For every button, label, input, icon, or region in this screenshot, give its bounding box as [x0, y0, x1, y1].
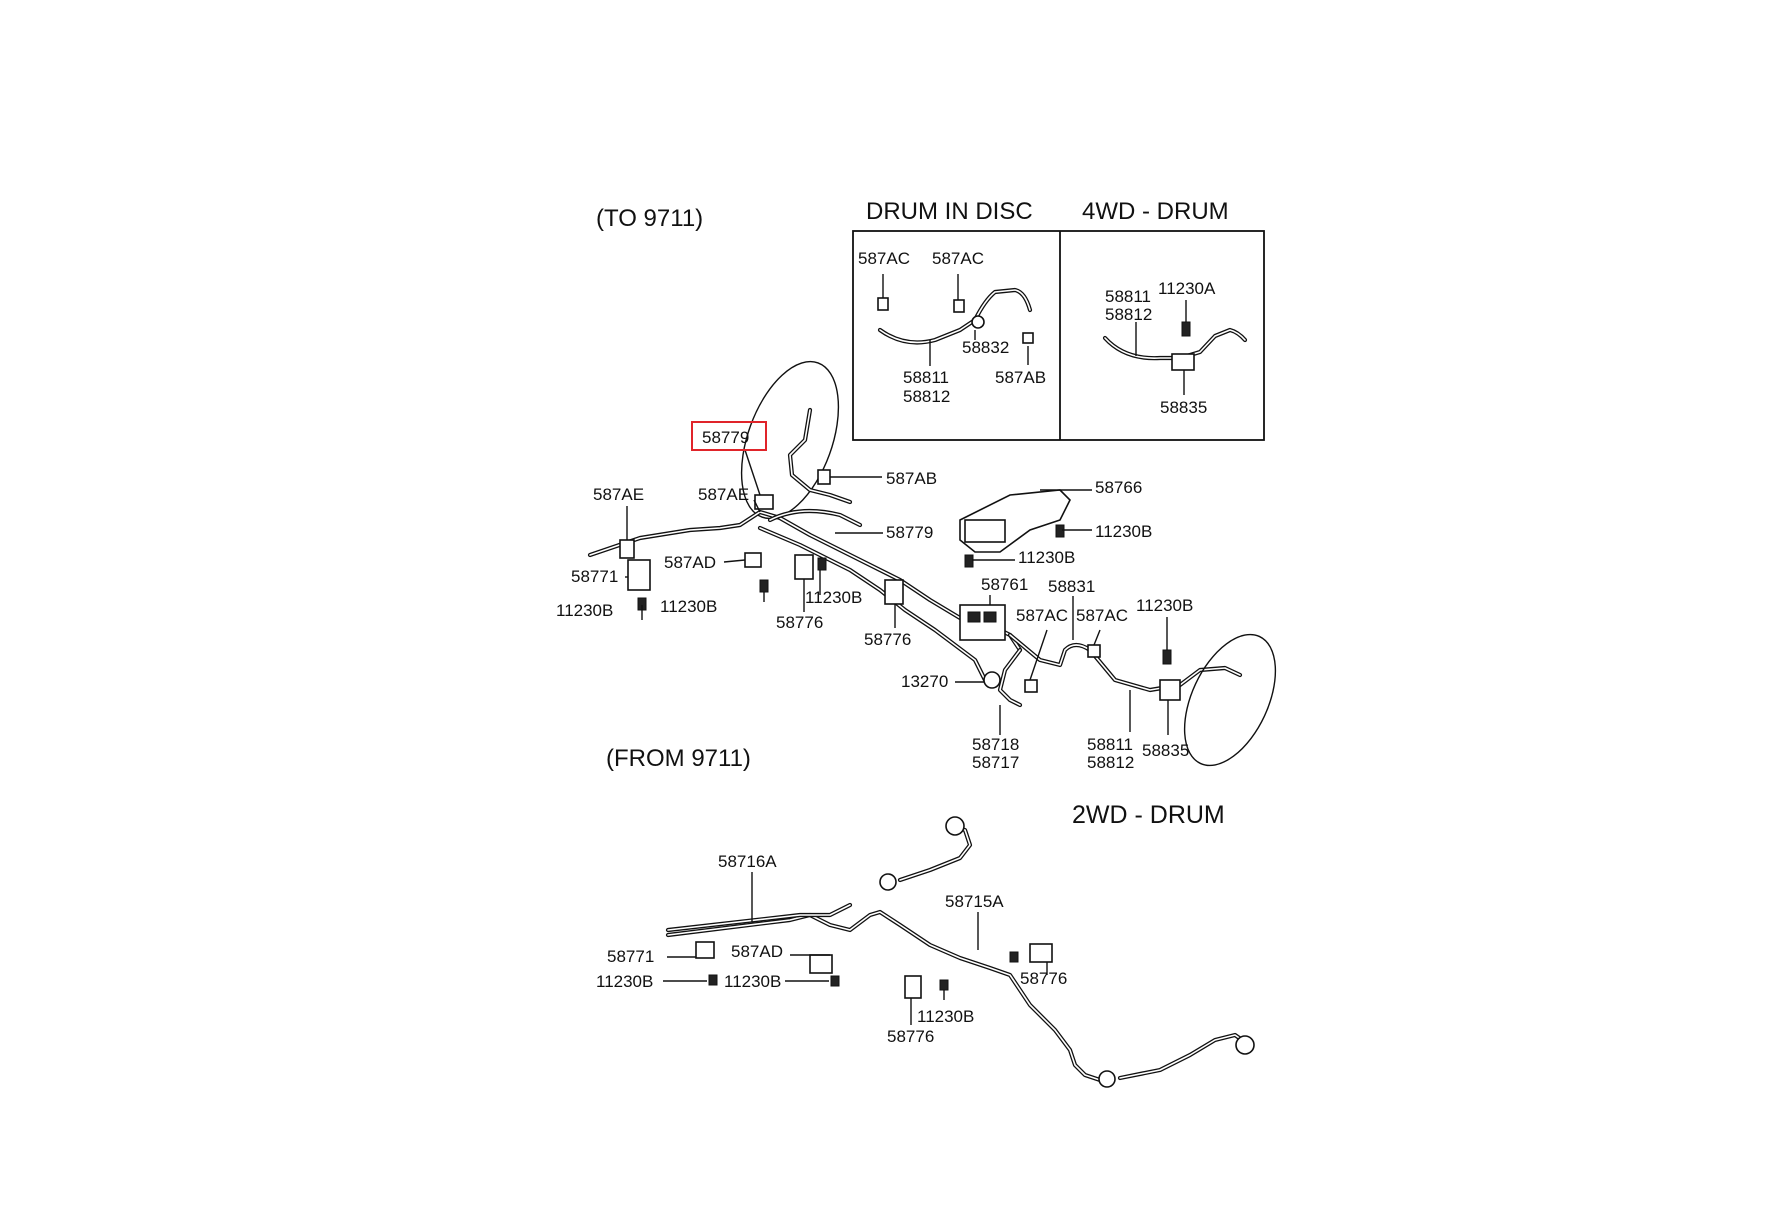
valve-body	[964, 519, 1006, 543]
clip-587ac-a	[877, 297, 889, 311]
label-58832: 58832	[962, 338, 1009, 357]
label-11230b: 11230B	[556, 601, 613, 620]
label-11230b: 11230B	[660, 597, 717, 616]
fitting	[945, 816, 965, 836]
label-58771: 58771	[571, 567, 618, 586]
label-58776: 58776	[1020, 969, 1067, 988]
label-587ac: 587AC	[1076, 606, 1128, 625]
section-title-2wd-drum: 2WD - DRUM	[1072, 801, 1225, 829]
fitting	[879, 873, 897, 891]
label-11230b: 11230B	[1018, 548, 1075, 567]
fitting	[1235, 1035, 1255, 1055]
union-58832	[971, 315, 985, 329]
bolt-11230a	[1181, 321, 1191, 337]
label-587ae: 587AE	[593, 485, 644, 504]
clip-587ac	[1087, 644, 1101, 658]
label-58812: 58812	[903, 387, 950, 406]
inset-drum-in-disc: 587AC 587AC 58832 587AB 58811 58812	[858, 249, 1046, 406]
label-58715a: 58715A	[945, 892, 1004, 911]
label-587ad: 587AD	[731, 942, 783, 961]
clip-58776	[884, 579, 904, 605]
label-58776: 58776	[776, 613, 823, 632]
bracket-587ab	[1022, 332, 1034, 344]
label-58835: 58835	[1160, 398, 1207, 417]
label-58812: 58812	[1087, 753, 1134, 772]
bracket-587ab	[817, 469, 831, 485]
label-58779: 58779	[886, 523, 933, 542]
label-587ac: 587AC	[858, 249, 910, 268]
label-11230b: 11230B	[917, 1007, 974, 1026]
bolt-11230b	[939, 979, 949, 991]
bracket-58835	[1159, 679, 1181, 701]
clip-587ad	[744, 552, 762, 568]
label-58771: 58771	[607, 947, 654, 966]
clip-58776	[1029, 943, 1053, 963]
label-58812: 58812	[1105, 305, 1152, 324]
clip-58776	[794, 554, 814, 580]
valve-58761	[959, 604, 1006, 641]
clip-58776	[904, 975, 922, 999]
clip-587ad	[809, 954, 833, 974]
label-58779-highlighted: 58779	[702, 428, 749, 447]
bolt-11230b	[1162, 649, 1172, 665]
label-58811: 58811	[1105, 287, 1151, 306]
label-58831: 58831	[1048, 577, 1095, 596]
label-587ab: 587AB	[995, 368, 1046, 387]
bolt-11230b	[708, 974, 718, 986]
label-58717: 58717	[972, 753, 1019, 772]
bolt-11230b	[1055, 524, 1065, 538]
label-58776: 58776	[887, 1027, 934, 1046]
label-58716a: 58716A	[718, 852, 777, 871]
clip-587ac-b	[953, 299, 965, 313]
left-brake-disc	[740, 360, 840, 520]
bracket-58835	[1171, 353, 1195, 371]
label-58811: 58811	[1087, 735, 1133, 754]
label-58718: 58718	[972, 735, 1019, 754]
clip-58771	[695, 941, 715, 959]
label-587ab: 587AB	[886, 469, 937, 488]
inset-frame	[852, 230, 1265, 441]
fitting	[1098, 1070, 1116, 1088]
label-587ac: 587AC	[1016, 606, 1068, 625]
label-58766: 58766	[1095, 478, 1142, 497]
label-11230a: 11230A	[1158, 279, 1216, 298]
label-587ae: 587AE	[698, 485, 749, 504]
inset-4wd-drum: 11230A 58811 58812 58835	[1102, 279, 1248, 417]
label-58835: 58835	[1142, 741, 1189, 760]
label-13270: 13270	[901, 672, 948, 691]
clip-58771	[627, 559, 651, 591]
right-brake-disc	[1183, 633, 1277, 767]
label-58761: 58761	[981, 575, 1028, 594]
bottom-assembly: 58716A 58715A 58771 587AD 11230B 11230B …	[596, 816, 1255, 1088]
label-11230b: 11230B	[1095, 522, 1152, 541]
section-note-from-9711: (FROM 9711)	[606, 745, 751, 772]
label-11230b: 11230B	[724, 972, 781, 991]
bolt-11230b	[830, 975, 840, 987]
clip-587ac	[1024, 679, 1038, 693]
label-11230b: 11230B	[1136, 596, 1193, 615]
section-title-drum-in-disc: DRUM IN DISC	[866, 198, 1033, 225]
bolt-11230b	[964, 554, 974, 568]
label-58776: 58776	[864, 630, 911, 649]
bolt-11230b	[1009, 951, 1019, 963]
label-58811: 58811	[903, 368, 949, 387]
label-587ac: 587AC	[932, 249, 984, 268]
label-11230b: 11230B	[596, 972, 653, 991]
label-587ad: 587AD	[664, 553, 716, 572]
bolt-11230b	[817, 557, 827, 571]
highlight-box-58779	[691, 421, 767, 451]
label-11230b: 11230B	[805, 588, 862, 607]
section-title-4wd-drum: 4WD - DRUM	[1082, 198, 1229, 225]
section-note-to-9711: (TO 9711)	[596, 205, 703, 232]
main-assembly: 58779 587AB 58766 11230B 11230B 587AE 58…	[556, 360, 1277, 772]
bolt-11230b	[759, 579, 769, 593]
nut-13270	[983, 671, 1001, 689]
clip-587ae	[619, 539, 635, 559]
